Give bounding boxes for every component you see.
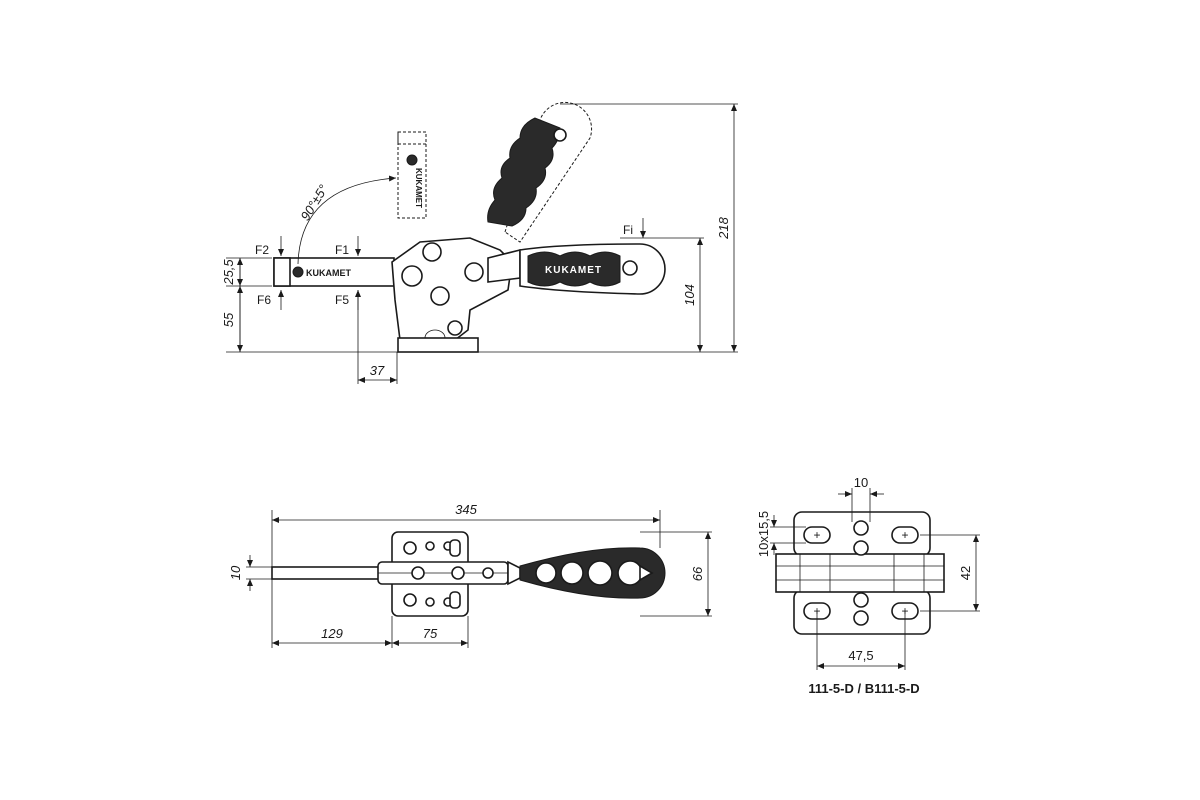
brand-logo-bar: KUKAMET [292,266,351,278]
force-F5: F5 [335,290,361,310]
dim-218: 218 [716,216,731,239]
force-F2: F2 [255,236,284,257]
bar-open-outline [397,131,427,219]
clamp-body [391,237,513,341]
force-Fi: Fi [623,218,646,238]
slot-tr [891,526,919,544]
dim-345: 345 [455,502,477,517]
slot-tl [803,526,831,544]
dim-25-5: 25,5 [221,259,236,286]
svg-text:F5: F5 [335,293,349,307]
force-F1: F1 [335,236,361,257]
dim-55: 55 [221,312,236,327]
dim-37: 37 [370,363,385,378]
side-view: 25,5 55 KUKAMET KUKAMET [221,101,738,384]
dim-10-top: 10 [228,565,243,580]
svg-text:F1: F1 [335,243,349,257]
svg-text:+: + [901,528,908,542]
model-caption: 111-5-D / B111-5-D [808,681,919,696]
svg-text:F6: F6 [257,293,271,307]
svg-text:KUKAMET: KUKAMET [414,168,423,208]
dim-75: 75 [423,626,438,641]
end-view: + + + + 10 10x15,5 42 47,5 111-5-D / B11… [756,475,980,696]
dim-47-5: 47,5 [848,648,873,663]
dim-42: 42 [958,566,973,580]
end-mechanism [775,553,945,593]
base-plate [397,337,479,353]
dim-129: 129 [321,626,343,641]
svg-text:+: + [813,528,820,542]
top-view: 10 345 129 75 [228,502,712,648]
handle-open-grip [487,117,561,227]
dim-66: 66 [690,566,705,581]
brand-logo-open: KUKAMET [406,154,423,208]
svg-text:Fi: Fi [623,223,633,237]
handle-open-outline [504,101,593,243]
dim-10-end: 10 [854,475,868,490]
svg-text:F2: F2 [255,243,269,257]
angle-label: 90°±5° [297,182,331,223]
svg-text:KUKAMET: KUKAMET [545,265,602,276]
svg-text:KUKAMET: KUKAMET [306,268,351,278]
force-F6: F6 [257,290,284,310]
dim-104: 104 [682,284,697,306]
dim-10x15-5: 10x15,5 [756,511,771,557]
